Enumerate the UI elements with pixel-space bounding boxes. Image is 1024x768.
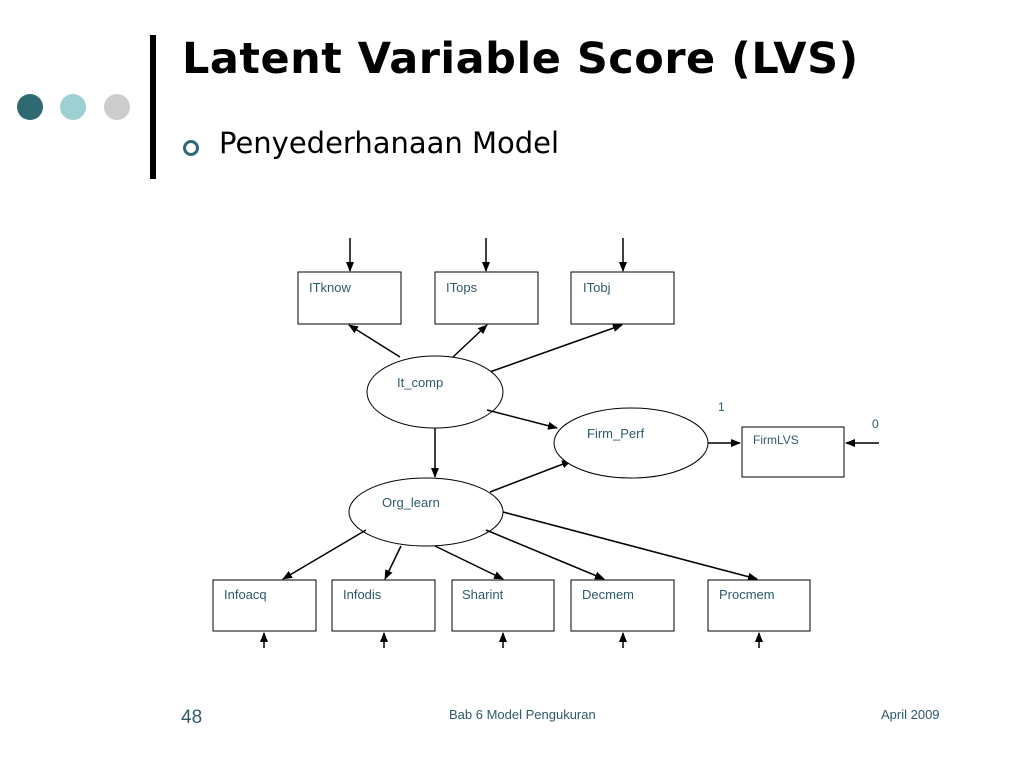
box-firmlvs [741,426,845,478]
latent-it-comp [366,355,504,429]
latent-firm-perf [553,407,709,479]
label-itknow: ITknow [309,280,352,295]
bullet-icon [183,140,199,156]
accent-dot-gray [104,94,130,120]
path-orglearn-infoacq [282,529,367,580]
path-orglearn-firmperf [489,460,572,493]
box-itops [434,271,539,325]
label-procmem: Procmem [719,587,775,602]
slide-title: Latent Variable Score (LVS) [182,34,859,84]
accent-dot-dark [17,94,43,120]
label-it-comp: It_comp [397,375,443,390]
footer-center-text: Bab 6 Model Pengukuran [449,707,596,722]
path-itcomp-firmperf [486,409,558,430]
bullet-text: Penyederhanaan Model [219,126,560,160]
label-org-learn: Org_learn [382,495,440,510]
box-procmem [707,579,811,632]
page-number: 48 [181,707,203,728]
label-error-zero: 0 [872,417,879,431]
label-infodis: Infodis [343,587,382,602]
label-firm-perf: Firm_Perf [587,426,644,441]
box-decmem [570,579,675,632]
label-sharint: Sharint [462,587,504,602]
path-itcomp-itops [452,324,488,358]
box-infodis [331,579,436,632]
footer-date: April 2009 [881,707,940,722]
path-orglearn-decmem [485,529,605,580]
accent-dot-light [60,94,86,120]
title-divider [150,35,156,179]
box-itknow [297,271,402,325]
box-itobj [570,271,675,325]
label-firmlvs: FirmLVS [753,433,799,447]
label-decmem: Decmem [582,587,634,602]
path-orglearn-infodis [384,545,402,580]
path-itcomp-itobj [486,324,623,374]
box-infoacq [212,579,317,632]
box-sharint [451,579,555,632]
label-itops: ITops [446,280,478,295]
path-orglearn-procmem [502,511,758,581]
label-loading-one: 1 [718,400,725,414]
label-infoacq: Infoacq [224,587,267,602]
latent-org-learn [348,477,504,547]
path-itcomp-itknow [348,324,401,358]
label-itobj: ITobj [583,280,611,295]
path-orglearn-sharint [434,545,504,580]
